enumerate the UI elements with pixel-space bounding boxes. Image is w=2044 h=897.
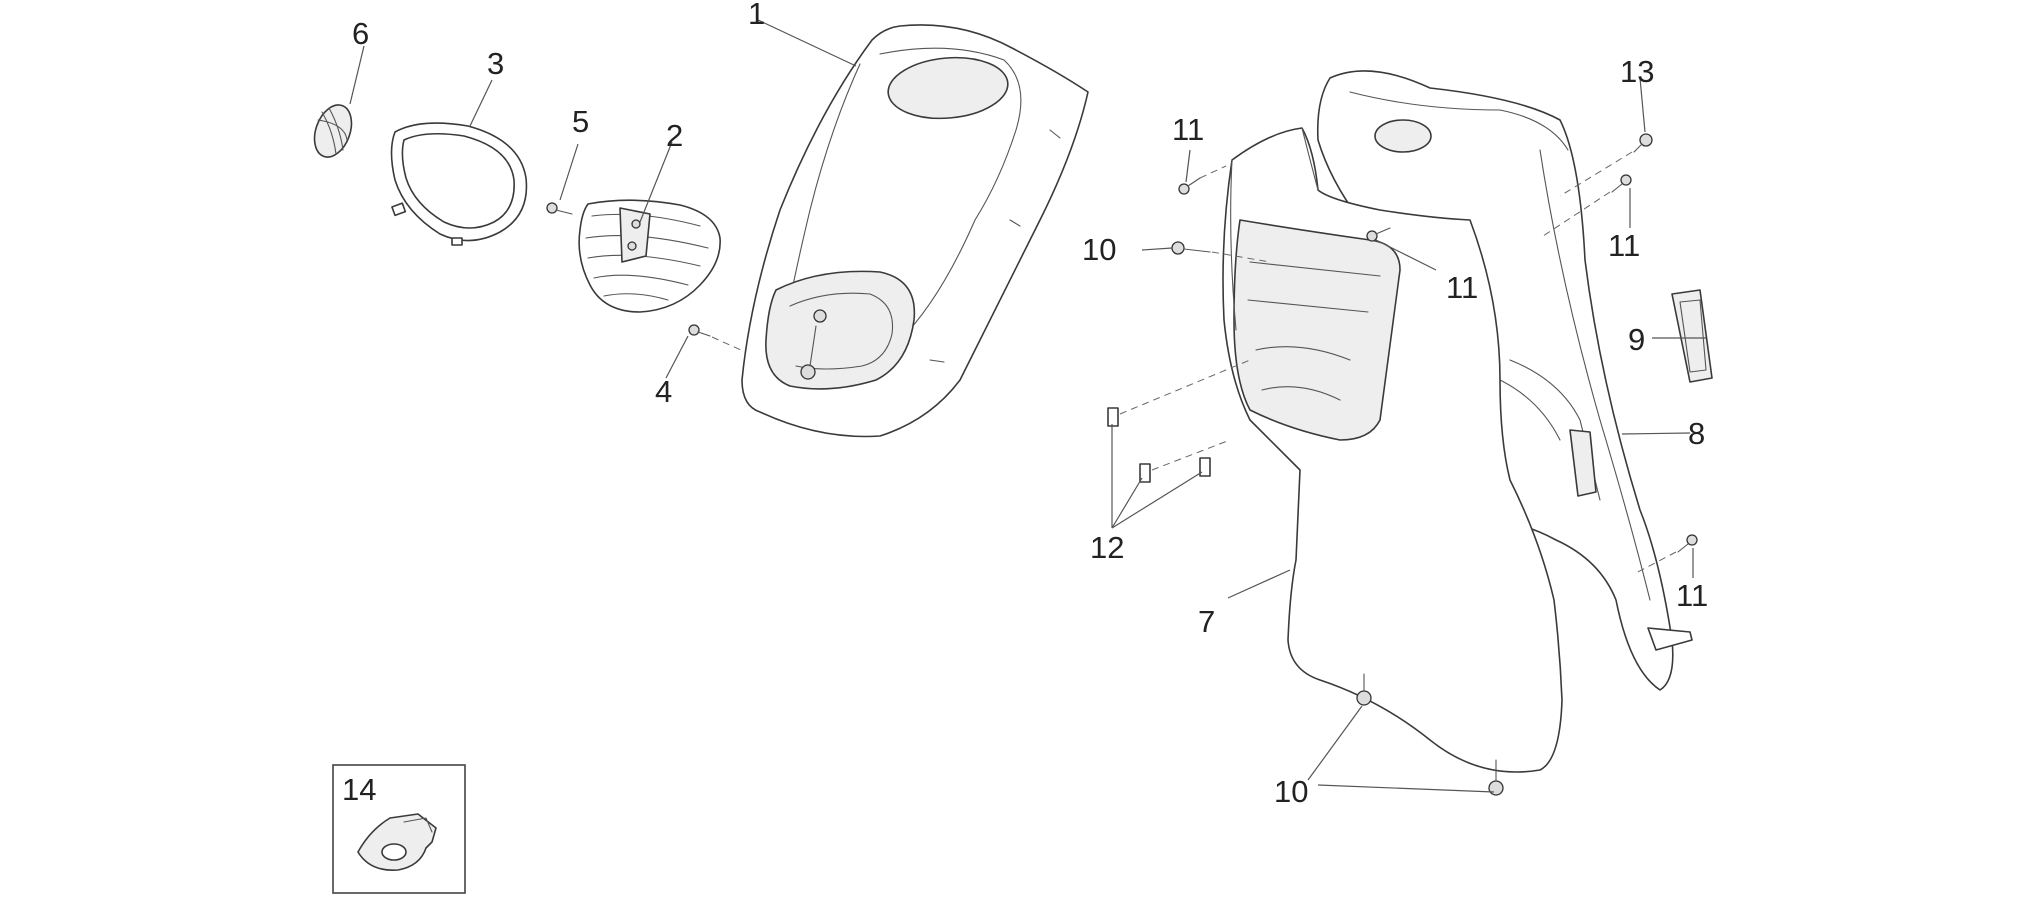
- callout-12: 12: [1090, 530, 1124, 565]
- screw-11a: [1178, 165, 1227, 195]
- callout-6: 6: [352, 16, 369, 51]
- leader-lines: [349, 19, 1706, 793]
- callout-8: 8: [1688, 416, 1705, 451]
- callout-1: 1: [748, 0, 765, 31]
- callout-labels: 6 3 1 5 2 4 11 10 11 13 11 9 8 12 11 7 1…: [342, 0, 1708, 809]
- callout-9: 9: [1628, 322, 1645, 357]
- callout-11-bottom: 11: [1676, 578, 1708, 613]
- screw-10b: [1356, 673, 1372, 706]
- callout-7: 7: [1198, 604, 1215, 639]
- part-7-leg-shield-front: [1222, 127, 1563, 773]
- screw-11d: [1633, 534, 1698, 575]
- clips-12: [1107, 359, 1251, 483]
- part-5-screw: [546, 202, 573, 215]
- callout-11-middle: 11: [1446, 270, 1478, 305]
- screw-10a: [1171, 241, 1271, 263]
- callout-11-top: 11: [1172, 112, 1204, 147]
- callout-13: 13: [1620, 54, 1654, 89]
- callout-11-right: 11: [1608, 228, 1640, 263]
- part-3-trim-ring: [390, 122, 528, 246]
- callout-10-bottom: 10: [1274, 774, 1308, 809]
- callout-5: 5: [572, 104, 589, 139]
- part-2-headlight: [578, 199, 721, 313]
- callout-10-top: 10: [1082, 232, 1116, 267]
- part-9-plate: [1671, 289, 1713, 383]
- callout-4: 4: [655, 374, 672, 409]
- inset-14: [332, 764, 466, 894]
- screw-11c: [1539, 174, 1632, 239]
- part-6-lens: [313, 104, 353, 158]
- screw-13: [1559, 133, 1653, 197]
- callout-14: 14: [342, 772, 376, 807]
- callout-2: 2: [666, 118, 683, 153]
- part-1-front-cover: [741, 24, 1089, 438]
- screw-11b: [1366, 227, 1391, 242]
- callout-3: 3: [487, 46, 504, 81]
